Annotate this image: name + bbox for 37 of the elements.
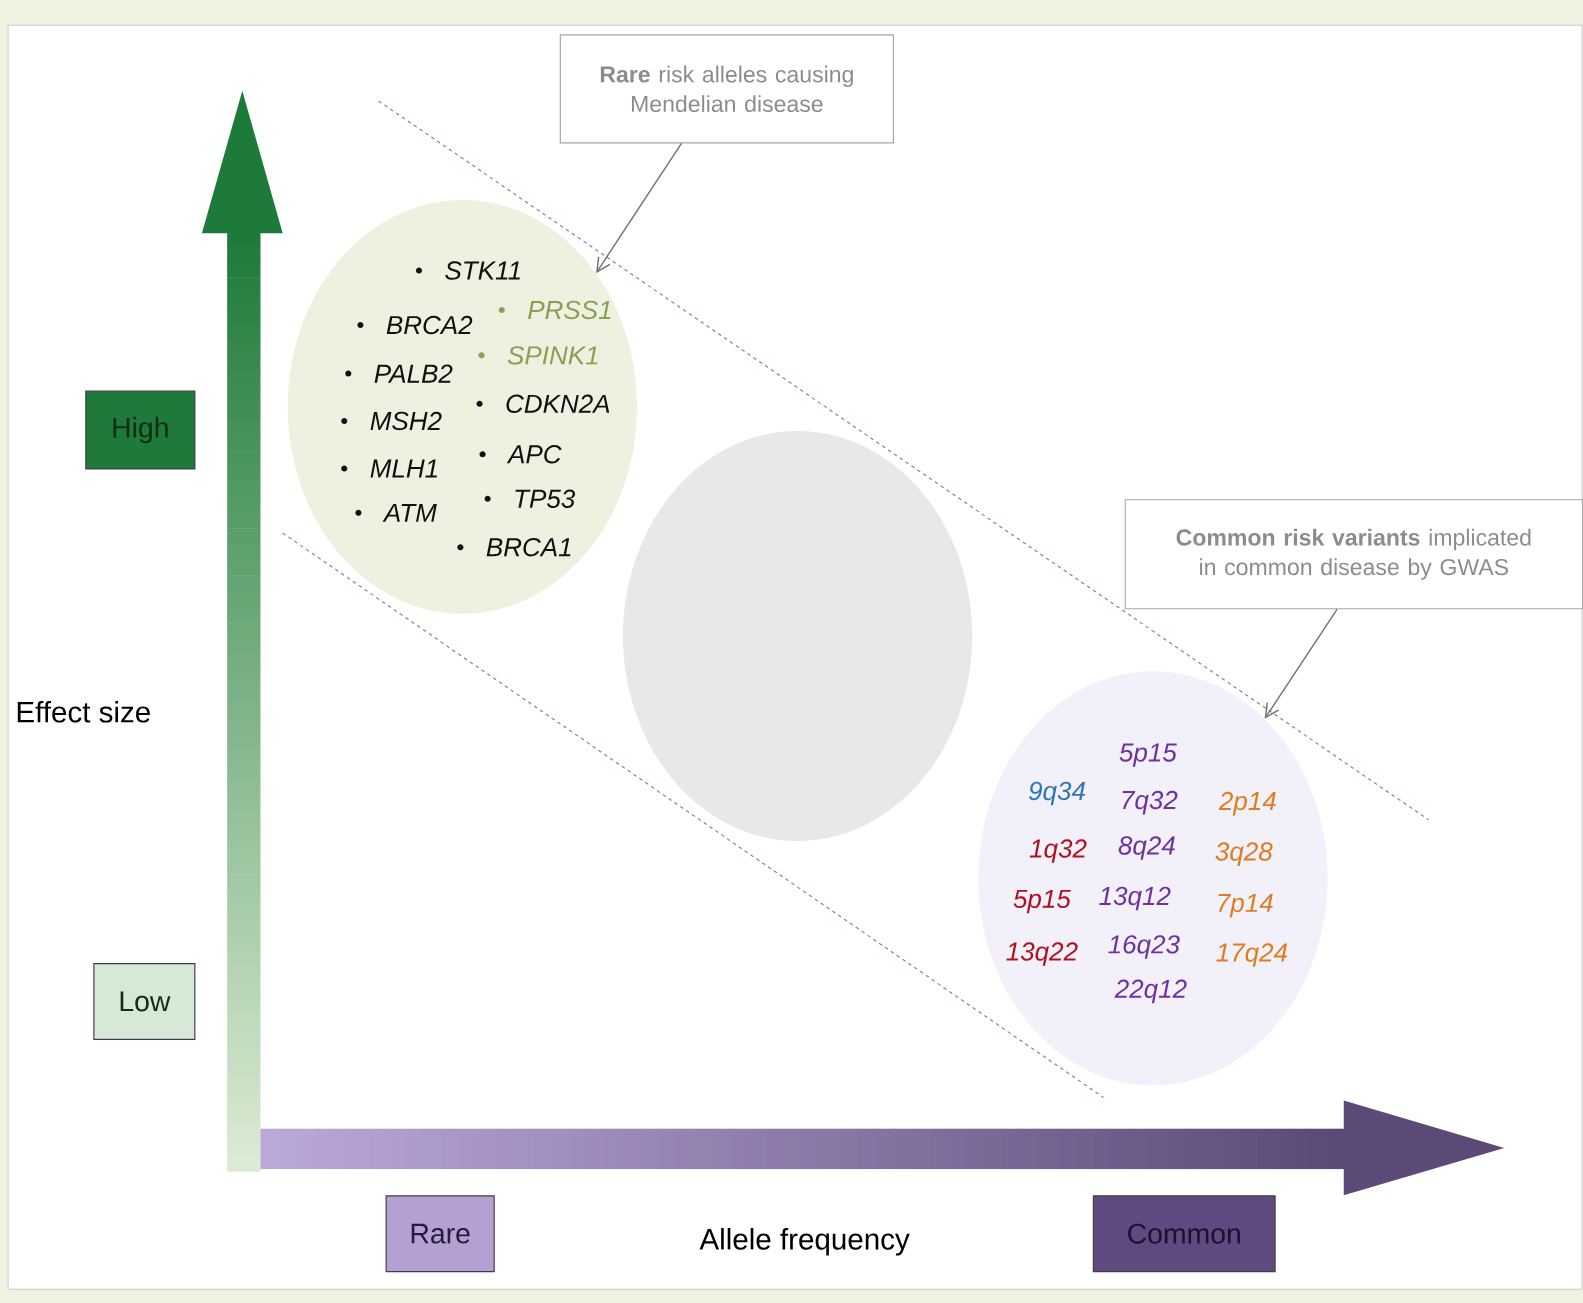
gene-label: TP53 bbox=[515, 489, 576, 508]
callout-box: Rare risk alleles causing Mendelian disease bbox=[559, 34, 895, 144]
locus-label: 8q24 bbox=[1118, 836, 1175, 860]
level-box: Low bbox=[93, 962, 196, 1040]
locus-label: 13q12 bbox=[1099, 886, 1171, 911]
gene-label: PRSS1 bbox=[528, 300, 611, 319]
gene-label: STK11 bbox=[445, 261, 520, 280]
gene-label: SPINK1 bbox=[507, 346, 598, 365]
axis-label: Effect size bbox=[17, 700, 150, 723]
callout-box: Common risk variants implicated in common disease by GWAS bbox=[1124, 499, 1583, 610]
gene-label: CDKN2A bbox=[506, 394, 610, 413]
gene-label: MSH2 bbox=[370, 411, 442, 431]
locus-label: 17q24 bbox=[1216, 943, 1288, 967]
level-box: Common bbox=[1092, 1195, 1276, 1272]
leader-arrow bbox=[1264, 608, 1338, 719]
gene-label: MLH1 bbox=[370, 459, 437, 478]
locus-label: 7p14 bbox=[1218, 893, 1273, 918]
locus-label: 2p14 bbox=[1218, 791, 1276, 816]
level-box: High bbox=[85, 390, 196, 470]
locus-label: 7q32 bbox=[1122, 790, 1178, 815]
level-box: Rare bbox=[385, 1195, 495, 1272]
locus-label: 22q12 bbox=[1114, 979, 1187, 1003]
locus-label: 13q22 bbox=[1006, 942, 1078, 966]
locus-label: 16q23 bbox=[1108, 935, 1180, 959]
axis-label: Allele frequency bbox=[699, 1227, 910, 1256]
locus-label: 5p15 bbox=[1119, 743, 1177, 767]
gene-label: BRCA1 bbox=[486, 537, 571, 557]
locus-label: 3q28 bbox=[1215, 842, 1273, 866]
gene-label: ATM bbox=[382, 503, 437, 522]
leader-arrow bbox=[596, 142, 683, 274]
gene-label: PALB2 bbox=[374, 364, 453, 383]
gene-label: APC bbox=[506, 444, 562, 464]
locus-label: 1q32 bbox=[1029, 839, 1087, 863]
locus-label: 9q34 bbox=[1028, 781, 1085, 806]
circle bbox=[622, 430, 973, 841]
locus-label: 5p15 bbox=[1013, 889, 1071, 914]
gene-label: BRCA2 bbox=[386, 315, 473, 335]
